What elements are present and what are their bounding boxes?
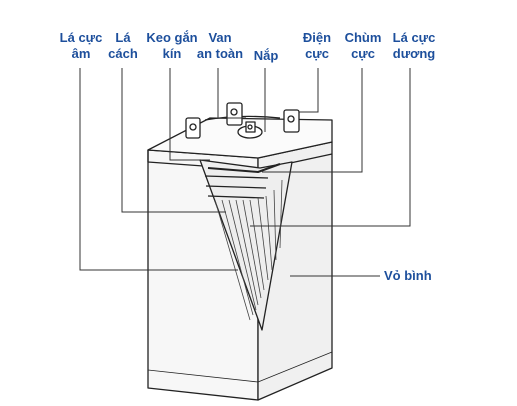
label-negative-plate: Lá cực âm	[52, 30, 110, 62]
label-lid-line1: Nắp	[253, 48, 279, 63]
label-positive-plate: Lá cực dương	[386, 30, 442, 62]
label-safety-valve: Van an toàn	[194, 30, 246, 62]
label-electrode-line1: Điện	[302, 30, 332, 45]
leader-busbar	[262, 68, 363, 173]
label-safety-valve-line1: Van	[208, 30, 232, 45]
label-electrode: Điện cực	[294, 30, 340, 62]
leader-separator	[121, 68, 226, 213]
terminal-center	[226, 102, 243, 126]
label-busbar-line1: Chùm	[344, 30, 382, 45]
label-negative-plate-line1: Lá cực	[59, 30, 103, 45]
label-separator: Lá cách	[100, 30, 146, 62]
label-safety-valve-line2: an toàn	[196, 46, 244, 61]
leader-negative-plate	[79, 68, 238, 271]
label-sealant-line2: kín	[162, 46, 182, 61]
label-positive-plate-line1: Lá cực	[392, 30, 436, 45]
label-separator-line1: Lá	[115, 30, 131, 45]
label-busbar-line2: cực	[351, 46, 375, 61]
label-busbar: Chùm cực	[338, 30, 388, 62]
leader-electrode	[299, 68, 319, 113]
leader-sealant	[169, 68, 210, 161]
terminal-right	[283, 109, 300, 133]
label-separator-line2: cách	[108, 46, 138, 61]
leader-safety-valve	[217, 68, 246, 119]
label-sealant: Keo gắn kín	[144, 30, 200, 62]
safety-valve-shape	[237, 121, 263, 139]
label-casing: Vỏ bình	[384, 268, 440, 284]
label-negative-plate-line2: âm	[71, 46, 91, 61]
label-positive-plate-line2: dương	[392, 46, 436, 61]
label-lid: Nắp	[248, 48, 284, 64]
label-casing-line1: Vỏ bình	[384, 268, 432, 283]
label-electrode-line2: cực	[305, 46, 329, 61]
terminal-left	[185, 117, 201, 139]
label-sealant-line1: Keo gắn	[146, 30, 198, 45]
leader-positive-plate	[250, 68, 411, 227]
